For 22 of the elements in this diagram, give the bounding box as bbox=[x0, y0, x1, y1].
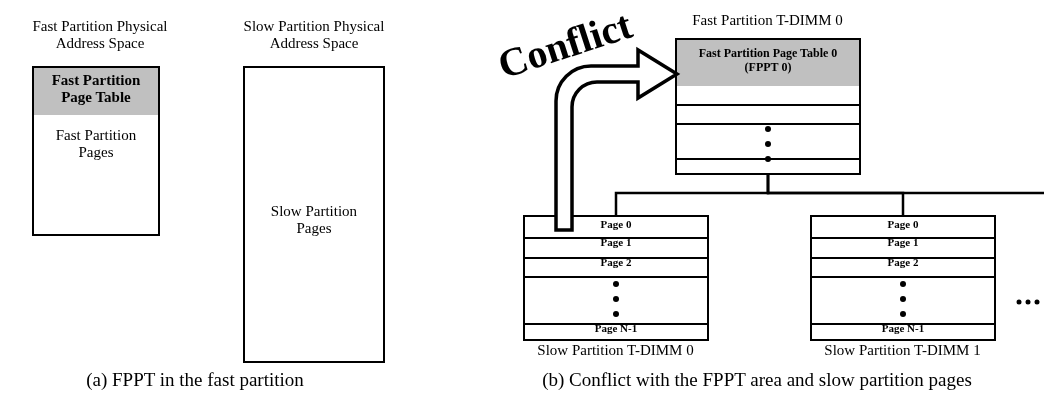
region-label: Fast Partition Pages bbox=[34, 126, 158, 166]
page-row: Page N-1 bbox=[812, 321, 994, 339]
block-arrow bbox=[554, 48, 679, 232]
connector-line bbox=[766, 175, 1044, 195]
page-row: Page 2 bbox=[525, 255, 707, 274]
page-table-region: Fast Partition Page Table 0 (FPPT 0) bbox=[677, 40, 859, 86]
page-row: Page 0 bbox=[525, 217, 707, 235]
region-title: Fast Partition T-DIMM 0 bbox=[691, 12, 844, 29]
figure-caption: (a) FPPT in the fast partition bbox=[85, 368, 305, 392]
region-label: Slow Partition Pages bbox=[269, 203, 359, 237]
region-title: Slow Partition T-DIMM 0 bbox=[536, 342, 695, 359]
figure-caption: (b) Conflict with the FPPT area and slow partition pages bbox=[541, 368, 973, 392]
region-title: Slow Partition T-DIMM 1 bbox=[823, 342, 982, 359]
edge-label: Conflict bbox=[491, 0, 639, 90]
page-row: Page 2 bbox=[812, 255, 994, 274]
region-title: Fast Partition Physical Address Space bbox=[31, 18, 169, 52]
region-title: Slow Partition Physical Address Space bbox=[242, 18, 386, 52]
page-table-region: Fast Partition Page Table bbox=[34, 68, 158, 115]
page-row: Page N-1 bbox=[525, 321, 707, 339]
page-row: Page 1 bbox=[525, 235, 707, 254]
page-row: Page 1 bbox=[812, 235, 994, 254]
page-row: Page 0 bbox=[812, 217, 994, 235]
